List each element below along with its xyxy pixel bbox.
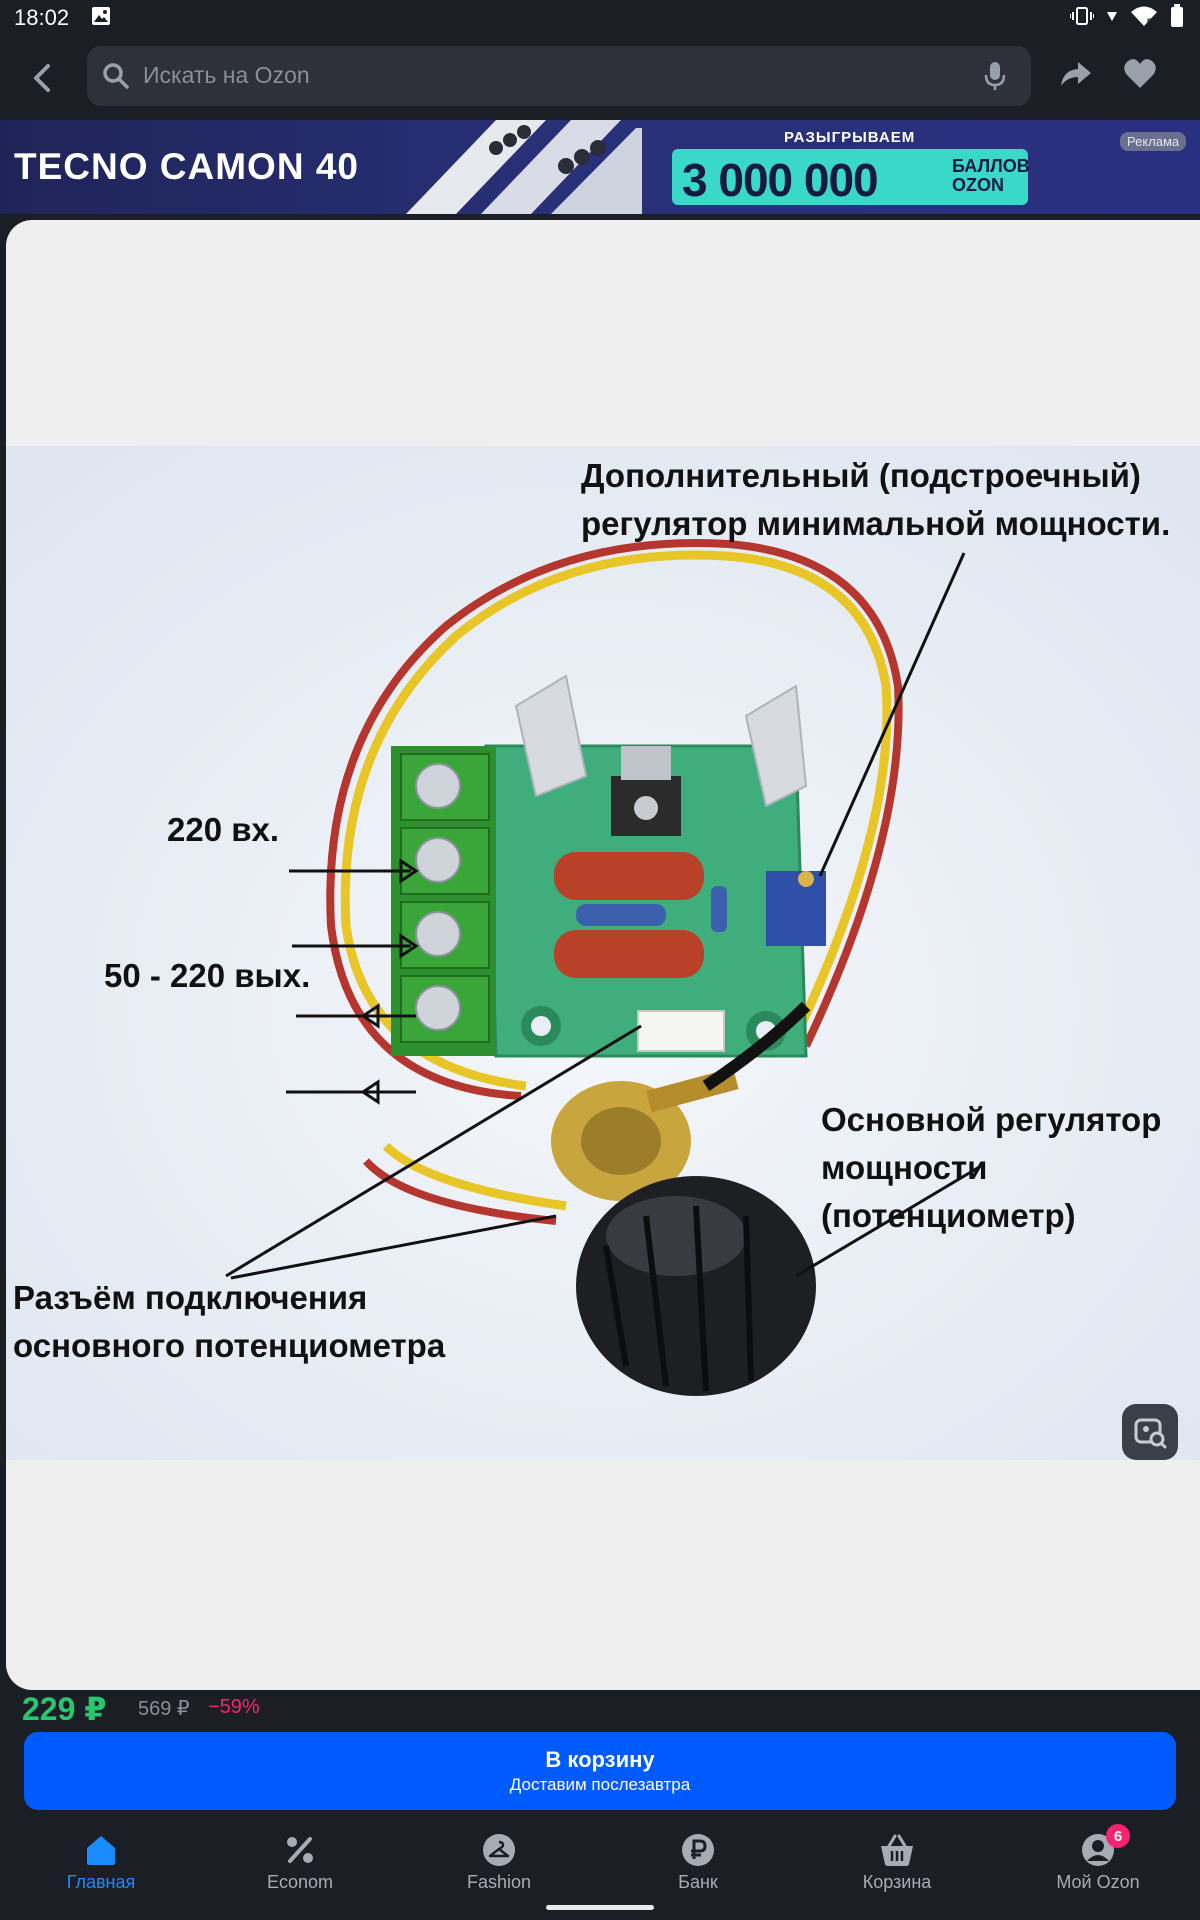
favorite-button[interactable] [1122, 56, 1166, 100]
signal-icon [1106, 9, 1118, 28]
bottom-navigation: Главная Econom Fashion Банк Корзина 6 Мо… [0, 1820, 1200, 1920]
share-button[interactable] [1058, 56, 1102, 100]
ad-raffle-label: РАЗЫГРЫВАЕМ [784, 129, 916, 146]
nav-item-home[interactable]: Главная [21, 1820, 181, 1910]
price-discount: −59% [208, 1696, 260, 1718]
annotation-connector-line-2: основного потенциометра [13, 1327, 446, 1364]
product-image-card[interactable]: Дополнительный (подстроечный) регулятор … [6, 220, 1200, 1690]
hanger-icon [481, 1832, 517, 1868]
search-icon [101, 61, 131, 91]
nav-item-cart[interactable]: Корзина [817, 1820, 977, 1910]
status-time: 18:02 [14, 5, 70, 30]
nav-label-bank: Банк [678, 1872, 718, 1892]
ad-points-number: 3 000 000 [682, 154, 879, 206]
annotation-connector-line-1: Разъём подключения [13, 1279, 368, 1316]
nav-label-cart: Корзина [862, 1872, 932, 1892]
annotation-connector: Разъём подключения основного потенциомет… [13, 1274, 445, 1370]
profile-icon: 6 [1080, 1824, 1130, 1868]
nav-item-econom[interactable]: Econom [220, 1820, 380, 1910]
nav-label-fashion: Fashion [466, 1872, 532, 1892]
nav-item-profile[interactable]: 6 Мой Ozon [1018, 1820, 1178, 1910]
ad-banner[interactable]: TECNO CAMON 40 РАЗЫГРЫВАЕМ 3 000 000 БАЛ… [0, 120, 1200, 214]
visual-search-button[interactable] [1122, 1404, 1178, 1460]
search-input[interactable]: Искать на Ozon [87, 46, 1031, 106]
battery-icon [1170, 3, 1184, 33]
top-bar: Искать на Ozon [0, 36, 1200, 120]
add-to-cart-button[interactable]: В корзину Доставим послезавтра [24, 1732, 1176, 1810]
microphone-icon[interactable] [981, 60, 1009, 92]
nav-label-econom: Econom [266, 1872, 334, 1892]
cart-button-sublabel: Доставим послезавтра [509, 1775, 691, 1794]
annotation-main-regulator: Основной регулятор мощности (потенциомет… [821, 1096, 1161, 1240]
dimmer-board-illustration [6, 446, 1200, 1460]
profile-notification-badge: 6 [1106, 1824, 1130, 1848]
vibrate-icon [1069, 6, 1095, 31]
annotation-trimmer-line-2: регулятор минимальной мощности. [581, 505, 1171, 542]
home-icon [83, 1832, 119, 1868]
ad-phones-image [406, 120, 642, 214]
wifi-icon: 5 [1130, 5, 1158, 32]
nav-label-home: Главная [66, 1872, 136, 1892]
basket-icon [879, 1832, 915, 1868]
price-line: 229 ₽ 569 ₽ −59% [22, 1694, 622, 1720]
annotation-main-line-3: (потенциометр) [821, 1197, 1076, 1234]
image-search-icon [1134, 1418, 1167, 1449]
product-photo[interactable]: Дополнительный (подстроечный) регулятор … [6, 446, 1200, 1460]
ruble-icon [680, 1832, 716, 1868]
chevron-left-icon [34, 64, 50, 92]
price-current: 229 ₽ [22, 1694, 107, 1720]
nav-item-bank[interactable]: Банк [618, 1820, 778, 1910]
annotation-main-line-2: мощности [821, 1149, 988, 1186]
annotation-input: 220 вх. [167, 811, 280, 848]
annotation-output: 50 - 220 вых. [104, 957, 311, 994]
percent-icon [282, 1832, 318, 1868]
ad-points-unit: БАЛЛОВ OZON [952, 156, 1030, 195]
annotation-trimmer-line-1: Дополнительный (подстроечный) [581, 457, 1141, 494]
annotation-main-line-1: Основной регулятор [821, 1101, 1162, 1138]
gallery-notification-icon [91, 6, 111, 31]
search-placeholder: Искать на Ozon [143, 62, 310, 88]
nav-item-fashion[interactable]: Fashion [419, 1820, 579, 1910]
heart-icon [1124, 59, 1156, 88]
home-indicator[interactable] [546, 1905, 654, 1910]
price-old: 569 ₽ [138, 1698, 190, 1720]
cart-button-label: В корзину [545, 1747, 655, 1772]
ad-brand: TECNO CAMON 40 [14, 146, 359, 187]
annotation-trimmer: Дополнительный (подстроечный) регулятор … [581, 452, 1170, 548]
share-arrow-icon [1061, 62, 1091, 86]
svg-text:5: 5 [1147, 17, 1152, 27]
nav-label-profile: Мой Ozon [1056, 1872, 1140, 1892]
back-button[interactable] [20, 56, 64, 100]
ad-points-box: 3 000 000 БАЛЛОВ OZON [672, 149, 1030, 206]
ad-label: Реклама [1120, 132, 1187, 151]
status-bar: 18:02 5 [0, 0, 1200, 36]
